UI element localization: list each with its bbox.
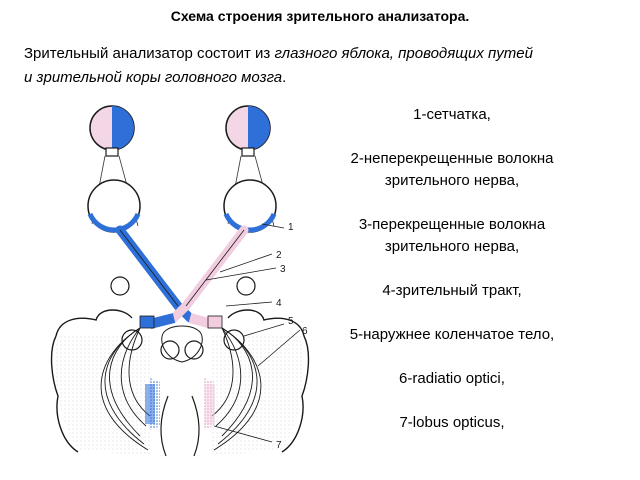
- left-visual-field: [89, 105, 135, 157]
- right-visual-field: [225, 105, 271, 157]
- pointer-lines: [205, 223, 301, 443]
- pointer-number-4: 4: [276, 298, 282, 309]
- pointer-number-2: 2: [276, 250, 282, 261]
- intro-text: Зрительный анализатор состоит из глазног…: [24, 42, 636, 90]
- intro-suffix: .: [282, 69, 287, 86]
- pointer-number-6: 6: [302, 326, 308, 337]
- brain-outline: [50, 309, 310, 457]
- intro-prefix: Зрительный анализатор состоит из: [24, 45, 275, 62]
- pointer-number-5: 5: [288, 316, 294, 327]
- intro-emphasis-2: и зрительной коры головного мозга: [24, 69, 283, 86]
- legend-item-radiatio-optici: 6-radiatio optici,: [399, 370, 505, 387]
- visual-pathway-diagram: 1 2 3 4 5 6 7: [50, 105, 310, 457]
- pointer-number-7: 7: [276, 440, 282, 451]
- right-eyeball: [223, 179, 277, 233]
- optic-tracts: [139, 313, 223, 329]
- optic-nerves: [115, 225, 249, 323]
- legend-item-lateral-geniculate: 5-наружнее коленчатое тело,: [349, 326, 555, 343]
- left-eyeball: [87, 179, 141, 233]
- lateral-geniculate-bodies: [110, 276, 256, 363]
- intro-emphasis-1: глазного яблока, проводящих путей: [274, 45, 533, 62]
- legend-item-crossed-fibers: 3-перекрещенные волокна зрительного нерв…: [358, 216, 546, 255]
- pointer-number-1: 1: [288, 222, 294, 233]
- pointer-numbers: 1 2 3 4 5 6 7: [276, 222, 308, 451]
- visual-cortex: [145, 378, 215, 430]
- optic-radiation-fibers: [100, 327, 262, 451]
- legend-list: 1-сетчатка, 2-неперекрещенные волокна зр…: [318, 104, 586, 434]
- pointer-number-3: 3: [280, 264, 286, 275]
- slide-title: Схема строения зрительного анализатора.: [170, 8, 470, 24]
- legend-item-lobus-opticus: 7-lobus opticus,: [399, 414, 505, 431]
- legend-item-uncrossed-fibers: 2-неперекрещенные волокна зрительного не…: [350, 150, 554, 189]
- legend-item-optic-tract: 4-зрительный тракт,: [382, 282, 522, 299]
- legend-item-retina: 1-сетчатка,: [413, 106, 491, 123]
